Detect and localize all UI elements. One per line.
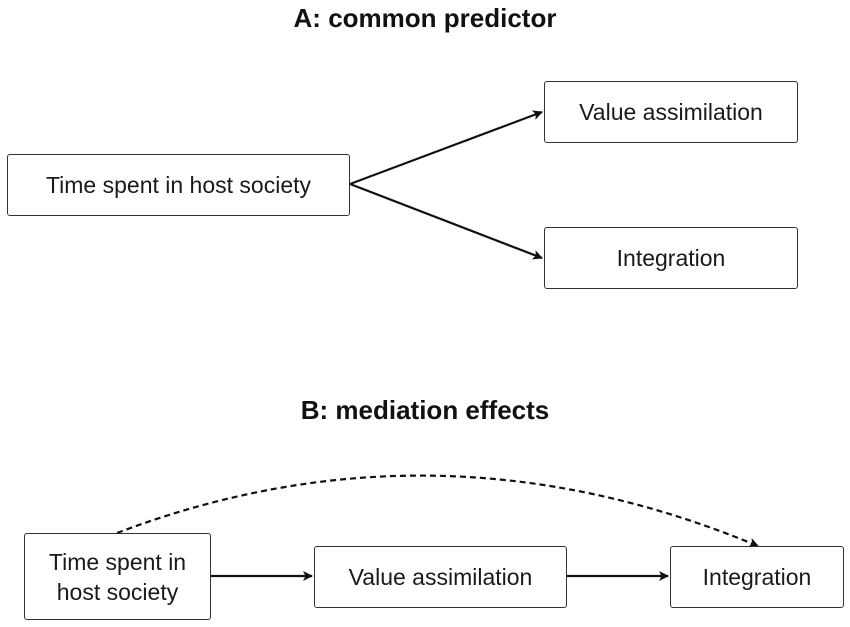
node-b-time-spent-line2: host society xyxy=(56,578,179,605)
panel-a-title: A: common predictor xyxy=(293,3,557,33)
node-b-time-spent-line1: Time spent in xyxy=(48,548,187,575)
node-b-integration-label: Integration xyxy=(702,564,812,590)
node-b-time-spent: Time spent in host society xyxy=(24,533,211,620)
node-a-integration: Integration xyxy=(544,227,798,289)
edge-a-time-to-integration xyxy=(349,182,543,260)
edge-a-time-to-value xyxy=(349,110,543,186)
node-b-value-assimilation-label: Value assimilation xyxy=(348,564,533,590)
node-b-time-spent-text: Time spent in host society xyxy=(49,547,186,607)
edge-b-direct-dashed xyxy=(116,474,759,548)
node-b-integration: Integration xyxy=(670,546,844,608)
node-b-value-assimilation: Value assimilation xyxy=(314,546,567,608)
node-a-time-spent: Time spent in host society xyxy=(7,154,350,216)
node-a-time-spent-label: Time spent in host society xyxy=(45,172,312,198)
panel-b-title: B: mediation effects xyxy=(300,395,550,425)
node-a-integration-label: Integration xyxy=(616,245,726,271)
node-a-value-assimilation: Value assimilation xyxy=(544,81,798,143)
node-a-value-assimilation-label: Value assimilation xyxy=(579,99,763,125)
